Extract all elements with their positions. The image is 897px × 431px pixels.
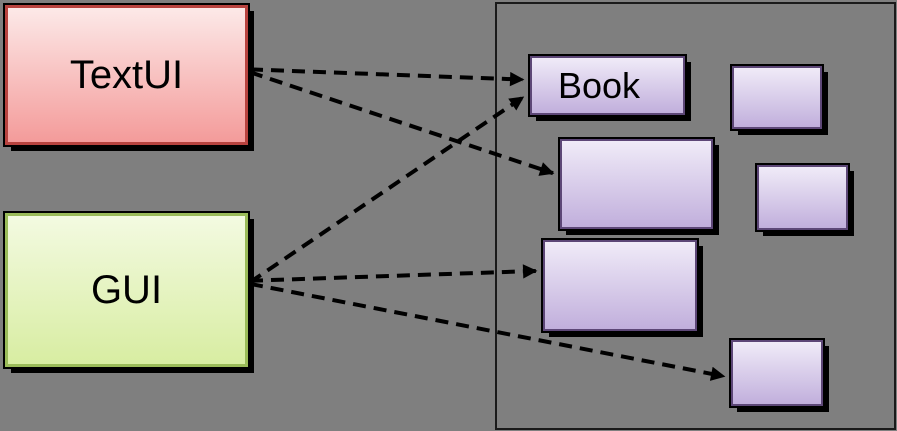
- edge-gui-to-book: [248, 95, 525, 284]
- node-gui-label: GUI: [90, 268, 163, 312]
- node-unlabeled-class-4: [732, 66, 822, 129]
- edge-textui-to-book: [249, 67, 525, 87]
- node-unlabeled-class-3: [543, 240, 697, 331]
- node-unlabeled-class-2: [560, 139, 713, 229]
- node-book-label: Book: [558, 64, 641, 106]
- node-book: Book: [530, 56, 685, 115]
- node-textui: TextUI: [5, 5, 248, 145]
- edge-gui-to-class3: [249, 264, 538, 283]
- node-unlabeled-class-5: [757, 165, 848, 230]
- node-unlabeled-class-6: [731, 340, 823, 406]
- node-gui: GUI: [5, 213, 248, 367]
- node-textui-label: TextUI: [69, 53, 184, 97]
